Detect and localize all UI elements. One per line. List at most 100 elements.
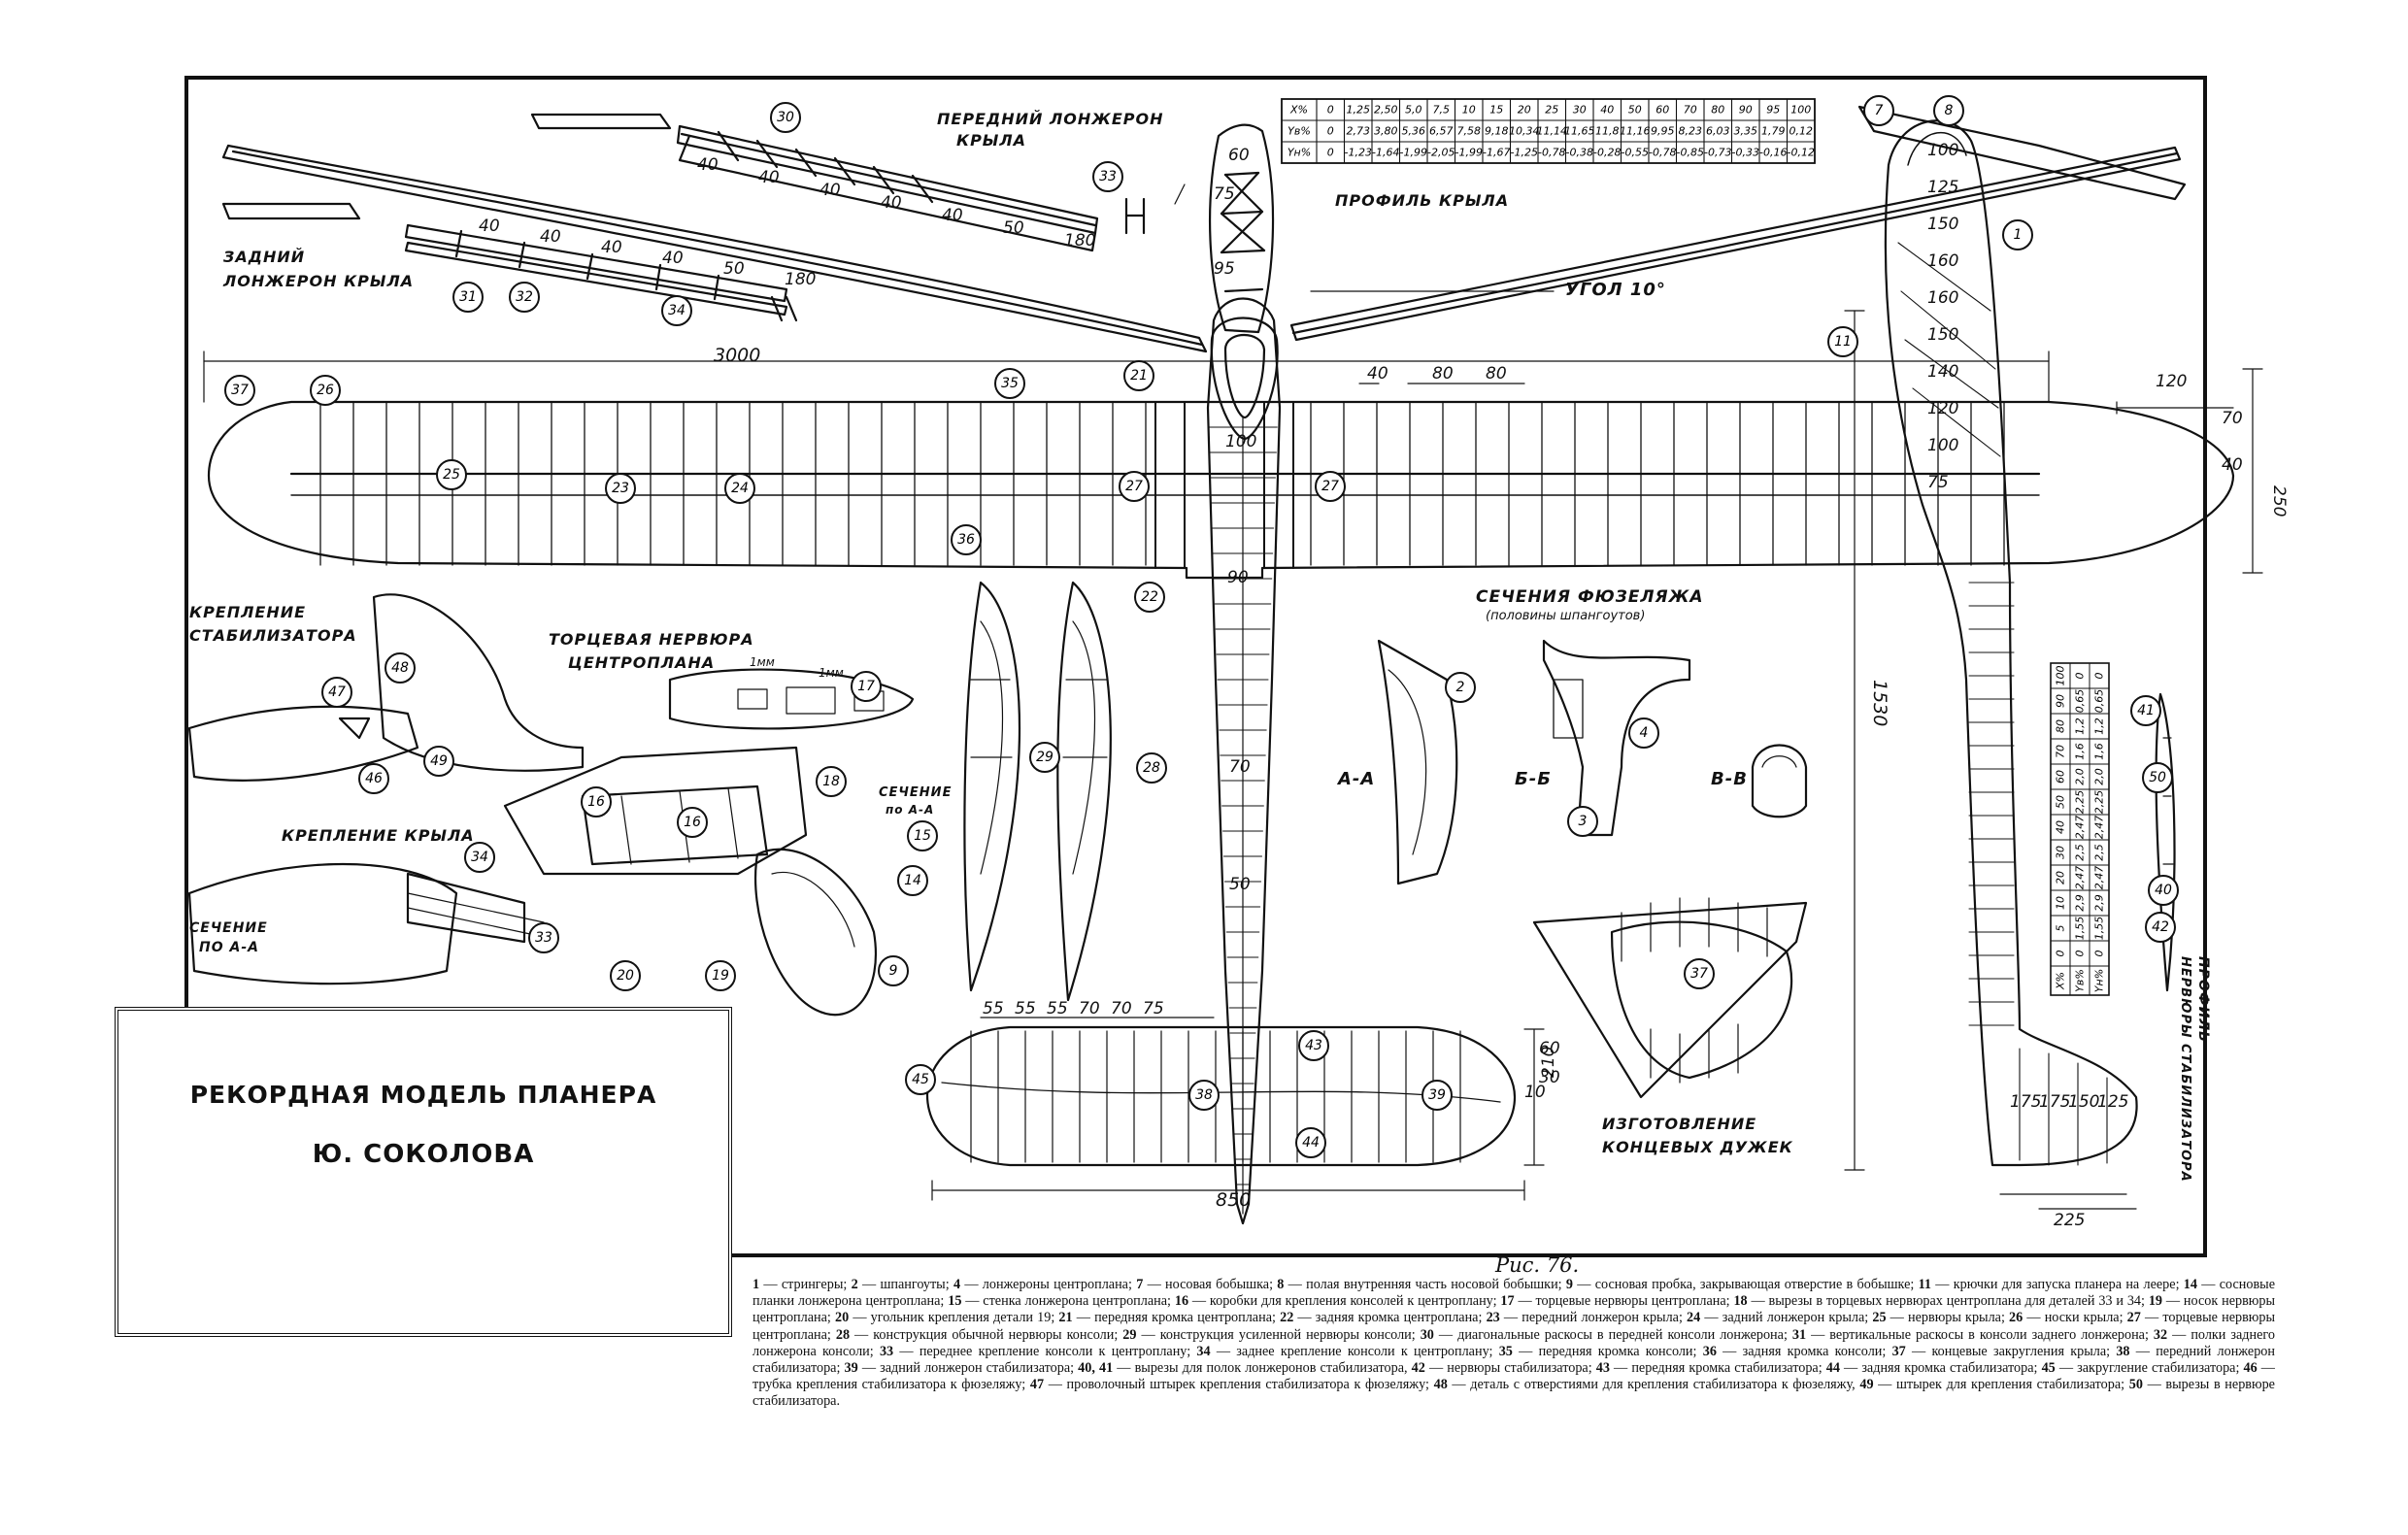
- dim-value: 40: [881, 193, 902, 213]
- legend-number: 46: [2243, 1360, 2258, 1377]
- wing-profile-cell: -0,38: [1566, 147, 1593, 159]
- figure-caption: Рис. 76.: [1495, 1253, 1580, 1277]
- wing-profile-cell: -0,55: [1622, 147, 1649, 159]
- stab-profile-cell: 40: [2055, 820, 2067, 834]
- fuselage-section-vv: [1751, 744, 1808, 818]
- fus-station-100: 100: [1225, 432, 1256, 451]
- legend-number: 39: [844, 1360, 858, 1377]
- fuselage-side-view: [1884, 119, 2138, 1167]
- legend-number: 17: [1500, 1293, 1515, 1310]
- wing-profile-cell: 7,58: [1457, 125, 1482, 138]
- dimension-lines: [203, 184, 2263, 1210]
- legend-number: 4: [953, 1277, 961, 1292]
- dim-value: 75: [1927, 473, 1949, 492]
- wing-profile-cell: 11,14: [1537, 125, 1568, 138]
- ref-marker: 8: [1933, 95, 1964, 126]
- ref-number: 34: [668, 303, 686, 318]
- legend-number: 29: [1122, 1326, 1137, 1343]
- ref-number: 23: [612, 481, 629, 496]
- wing-profile-cell: 3,80: [1374, 125, 1398, 138]
- label-wing-mount: КРЕПЛЕНИЕ КРЫЛА: [282, 826, 475, 845]
- ref-number: 48: [391, 660, 409, 676]
- legend-text: — задний лонжерон стабилизатора;: [857, 1360, 1079, 1377]
- legend-item: 11 — крючки для запуска планера на леере…: [1919, 1277, 2184, 1292]
- legend-item: 19 — носок нервюры центроплана;: [752, 1293, 2275, 1325]
- dim-stab-chord: 210: [1539, 1047, 1558, 1078]
- dim-value: 40: [942, 206, 963, 225]
- dim-value: 40: [540, 227, 561, 247]
- legend-text: — вырезы для полок лонжеронов стабилизат…: [1113, 1360, 1412, 1377]
- ref-number: 42: [2152, 919, 2169, 935]
- legend-number: 15: [948, 1293, 962, 1310]
- legend-number: 48: [1433, 1377, 1448, 1393]
- label-angle: УГОЛ 10°: [1565, 280, 1666, 300]
- legend-text: — передний лонжерон крыла;: [1499, 1310, 1688, 1326]
- dim-60: 60: [1539, 1039, 1560, 1058]
- legend-number: 2: [851, 1277, 858, 1292]
- ref-number: 39: [1428, 1087, 1446, 1103]
- wing-profile-cell: -0,85: [1677, 147, 1704, 159]
- legend-item: 44 — задняя кромка стабилизатора;: [1826, 1360, 2042, 1376]
- dim-10: 10: [1524, 1083, 1546, 1102]
- ref-number: 49: [430, 753, 448, 769]
- stab-profile-cell: 2,5: [2074, 844, 2087, 861]
- wing-profile-cell: 2,73: [1347, 125, 1371, 138]
- legend-text: — торцевые нервюры центроплана;: [1514, 1293, 1734, 1310]
- legend-text: — штырек для крепления стабилизатора;: [1873, 1377, 2129, 1393]
- rib-details: [963, 581, 1112, 1002]
- ref-marker: 16: [581, 786, 612, 818]
- ref-marker: 3: [1567, 806, 1598, 837]
- ref-number: 26: [317, 383, 334, 398]
- legend-number: 11: [1918, 1277, 1932, 1292]
- stab-profile-cell: 1,2: [2093, 717, 2106, 735]
- ref-marker: 17: [851, 671, 882, 702]
- dim-value: 55: [1047, 999, 1068, 1018]
- fus-station-70: 70: [1229, 757, 1251, 777]
- fuselage-section-aa: [1377, 639, 1458, 885]
- ref-number: 3: [1579, 814, 1588, 829]
- dim-value: 160: [1927, 251, 1958, 271]
- legend-item: 40, 41 — вырезы для полок лонжеронов ста…: [1078, 1360, 1412, 1376]
- label-end-rib-1: ТОРЦЕВАЯ НЕРВЮРА: [549, 630, 754, 649]
- legend-item: 4 — лонжероны центроплана;: [953, 1277, 1136, 1292]
- legend-item: 34 — заднее крепление консоли к центропл…: [1196, 1344, 1498, 1359]
- legend-number: 34: [1196, 1343, 1211, 1359]
- dim-value: 70: [1111, 999, 1132, 1018]
- center-section-detail: [503, 746, 877, 1017]
- wing-profile-cell: 50: [1628, 104, 1642, 117]
- stab-profile-cell: 80: [2055, 719, 2067, 733]
- stab-profile-cell: 1,55: [2074, 917, 2087, 941]
- legend-text: — вертикальные раскосы в консоли заднего…: [1806, 1326, 2154, 1343]
- dim-value: 100: [1927, 141, 1958, 160]
- dim-wing-chord: 250: [2269, 485, 2289, 517]
- dim-span: 3000: [714, 345, 760, 366]
- ref-marker: 15: [907, 820, 938, 851]
- legend-number: 31: [1791, 1326, 1807, 1343]
- ref-marker: 14: [897, 865, 928, 896]
- ref-marker: 24: [724, 473, 755, 504]
- parts-legend: 1 — стрингеры; 2 — шпангоуты; 4 — лонжер…: [752, 1277, 2275, 1411]
- stab-profile-cell: 1,55: [2093, 917, 2106, 941]
- dim-value: 150: [1927, 215, 1958, 234]
- dim-tail-width: 225: [2054, 1211, 2085, 1230]
- legend-number: 50: [2128, 1377, 2143, 1393]
- legend-item: 50 — вырезы в нервюре стабилизатора.: [752, 1377, 2275, 1409]
- legend-text: — крючки для запуска планера на леере;: [1931, 1277, 2184, 1292]
- stab-profile-cell: 1,6: [2074, 743, 2087, 760]
- ref-number: 30: [777, 110, 794, 125]
- stab-profile-cell: 0,65: [2093, 689, 2106, 714]
- dim-value: 40: [819, 181, 841, 200]
- ref-number: 11: [1834, 334, 1852, 350]
- fuselage-section-bb: [1542, 639, 1691, 837]
- legend-item: 35 — передняя кромка консоли;: [1499, 1344, 1703, 1359]
- legend-text: — полая внутренняя часть носовой бобышки…: [1284, 1277, 1566, 1292]
- legend-text: — задняя кромка консоли;: [1716, 1343, 1892, 1359]
- pylon-station-95: 95: [1214, 259, 1235, 279]
- legend-number: 43: [1595, 1360, 1610, 1377]
- ref-number: 20: [617, 968, 634, 984]
- title-block: РЕКОРДНАЯ МОДЕЛЬ ПЛАНЕРА Ю. СОКОЛОВА: [115, 1007, 732, 1337]
- legend-text: — угольник крепления детали 19;: [849, 1310, 1059, 1326]
- wing-profile-header: X%: [1289, 104, 1308, 117]
- legend-item: 7 — носовая бобышка;: [1136, 1277, 1277, 1292]
- legend-item: 2 — шпангоуты;: [852, 1277, 953, 1292]
